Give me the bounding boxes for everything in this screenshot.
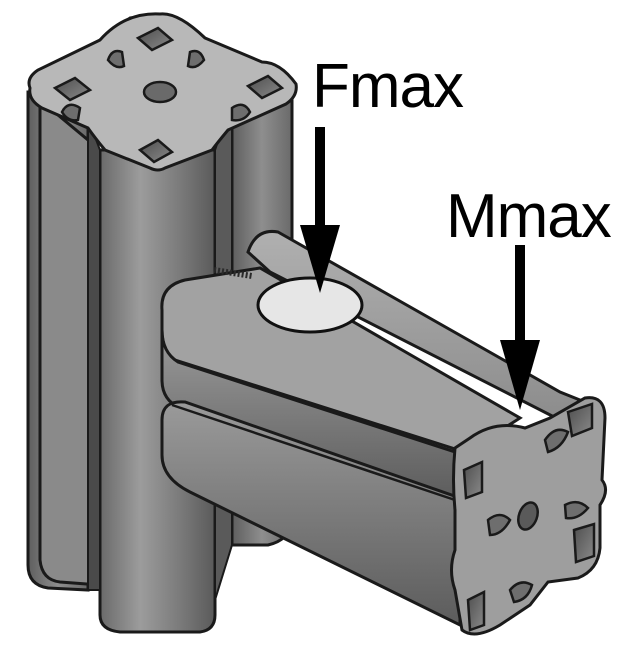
load-area-ellipse <box>256 276 364 334</box>
force-arrow-icon <box>300 127 340 293</box>
mmax-label: Mmax <box>446 182 612 251</box>
fmax-label: Fmax <box>312 52 464 121</box>
moment-arrow-icon <box>500 245 540 410</box>
horizontal-profile <box>160 229 607 636</box>
